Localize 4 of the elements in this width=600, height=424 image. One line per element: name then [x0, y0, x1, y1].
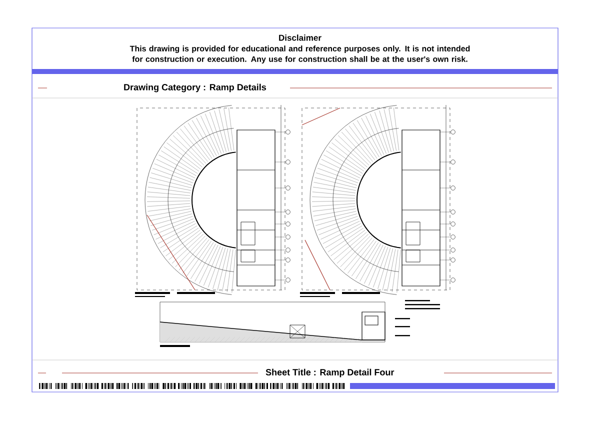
category-heading: Drawing Category : Ramp Details [124, 84, 266, 92]
disclaimer-title: Disclaimer [279, 34, 322, 41]
sheet-title: Sheet Title : Ramp Detail Four [266, 368, 394, 378]
disclaimer-text: This drawing is provided for educational and reference purposes only. It is not intended for construction or execution. Any use for construction shall be at the user's own risk. [130, 46, 470, 64]
